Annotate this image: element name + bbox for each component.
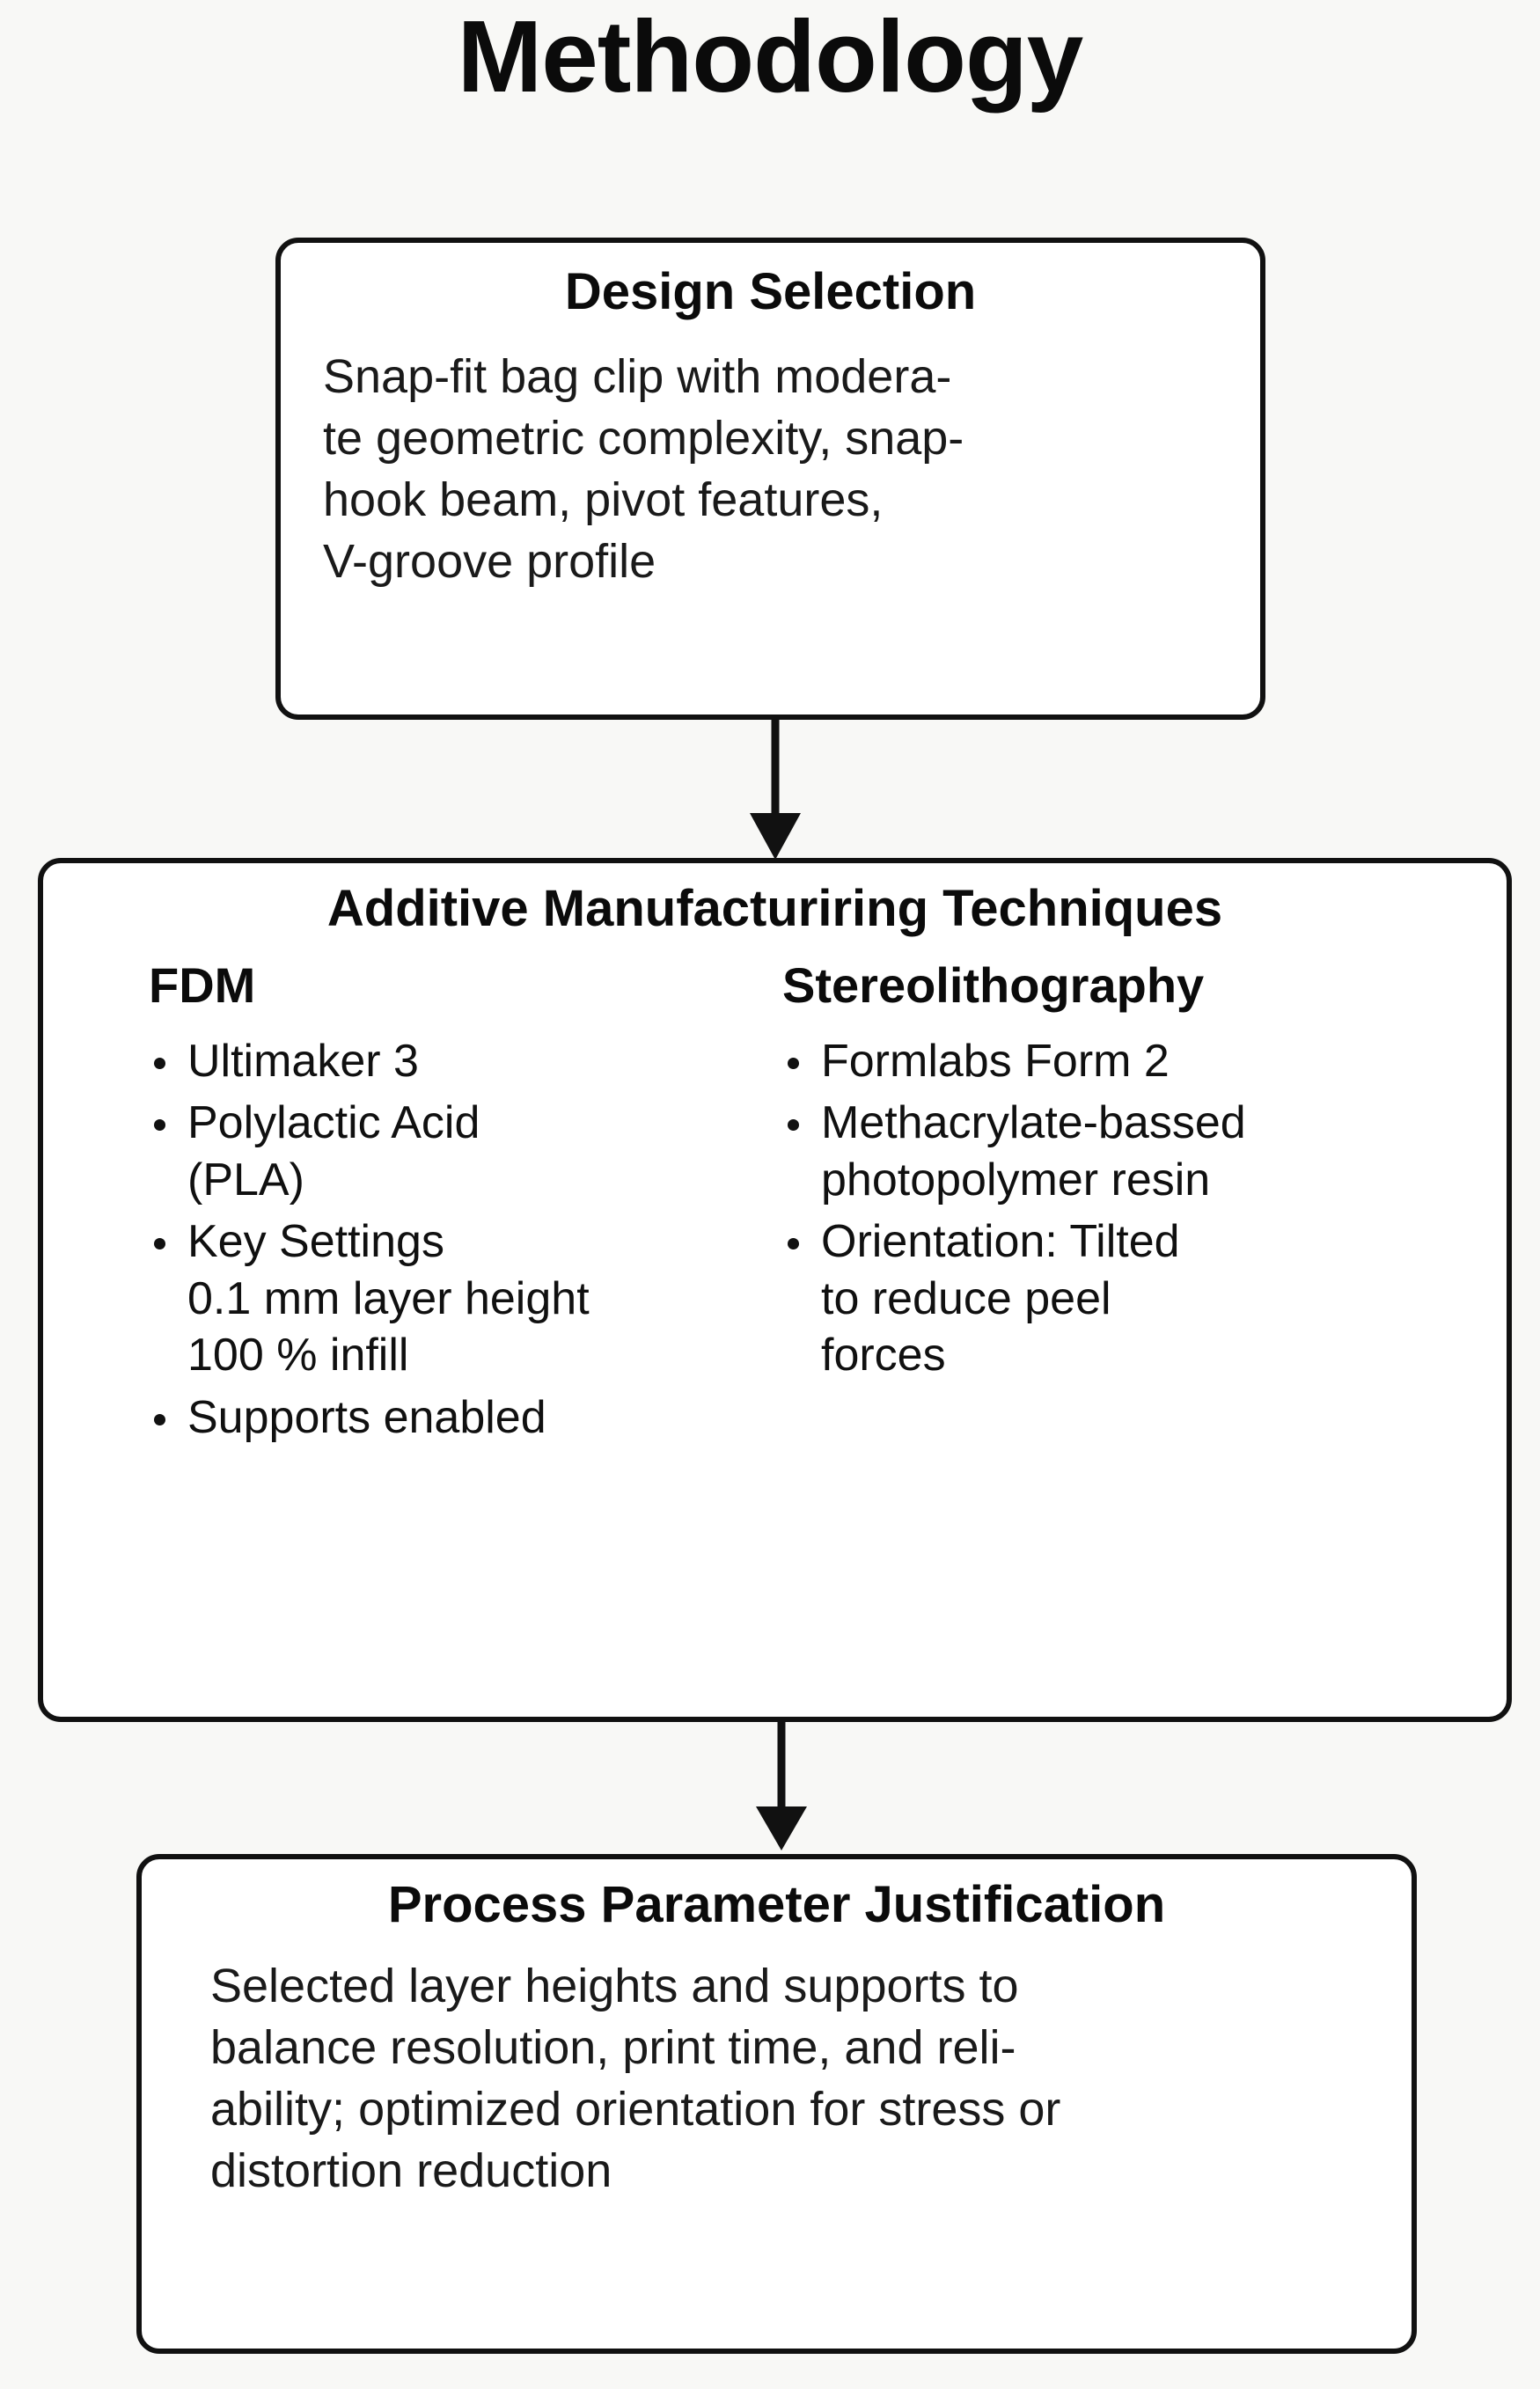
- am-column-fdm: FDM Ultimaker 3 Polylactic Acid (PLA) Ke…: [149, 956, 642, 1451]
- list-item: Supports enabled: [149, 1389, 642, 1446]
- am-column-fdm-title: FDM: [149, 956, 256, 1013]
- box-process-justification-body: Selected layer heights and supports to b…: [210, 1959, 1061, 2198]
- box-am-techniques-heading: Additive Manufacturiring Techniques: [326, 880, 1223, 937]
- am-column-stereolithography-title: Stereolithography: [782, 956, 1205, 1013]
- box-process-justification-heading: Process Parameter Justification: [387, 1876, 1166, 1933]
- box-design-selection-heading: Design Selection: [564, 263, 977, 320]
- am-column-stereolithography-list: Formlabs Form 2 Methacrylate-bassed phot…: [782, 1033, 1398, 1384]
- box-design-selection: Design Selection Snap-fit bag clip with …: [275, 238, 1265, 720]
- box-process-justification: Process Parameter Justification Selected…: [136, 1854, 1417, 2354]
- box-design-selection-body: Snap-fit bag clip with modera- te geomet…: [323, 349, 964, 589]
- list-item: Orientation: Tilted to reduce peel force…: [782, 1213, 1398, 1383]
- box-am-techniques: Additive Manufacturiring Techniques FDM …: [38, 858, 1512, 1722]
- am-column-fdm-list: Ultimaker 3 Polylactic Acid (PLA) Key Se…: [149, 1033, 642, 1446]
- am-column-stereolithography: Stereolithography Formlabs Form 2 Methac…: [782, 956, 1398, 1451]
- list-item: Key Settings 0.1 mm layer height 100 % i…: [149, 1213, 642, 1383]
- list-item: Methacrylate-bassed photopolymer resin: [782, 1095, 1398, 1208]
- arrow-am-to-justification: [756, 1718, 807, 1850]
- am-techniques-columns: FDM Ultimaker 3 Polylactic Acid (PLA) Ke…: [43, 956, 1507, 1451]
- arrow-design-to-am: [750, 716, 801, 860]
- list-item: Ultimaker 3: [149, 1033, 642, 1089]
- page-title: Methodology: [457, 0, 1084, 114]
- list-item: Formlabs Form 2: [782, 1033, 1398, 1089]
- list-item: Polylactic Acid (PLA): [149, 1095, 642, 1208]
